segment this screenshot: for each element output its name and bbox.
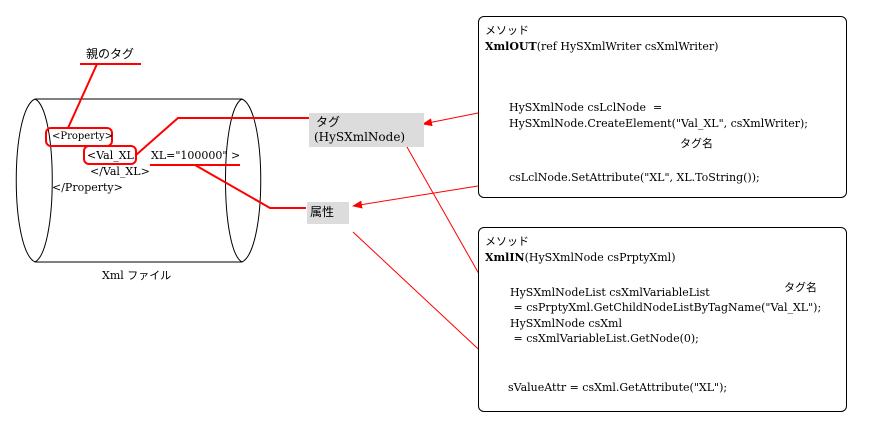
property-box bbox=[45, 127, 113, 147]
method-out-name: XmlOUT bbox=[485, 40, 537, 53]
attr-label: 属性 bbox=[310, 205, 335, 219]
method-xmlin-box bbox=[478, 227, 847, 412]
method-in-line2: = csPrptyXml.GetChildNodeListByTagName("… bbox=[510, 301, 822, 314]
attr-connector bbox=[194, 164, 306, 209]
method-in-signature: XmlIN(HySXmlNode csPrptyXml) bbox=[485, 252, 676, 263]
parent-tag-pointer bbox=[67, 63, 98, 129]
method-in-name: XmlIN bbox=[485, 251, 525, 264]
tag-connector bbox=[135, 117, 316, 156]
method-out-signature: XmlOUT(ref HySXmlWriter csXmlWriter) bbox=[485, 41, 718, 52]
attr-text: XL="100000" > bbox=[151, 149, 241, 162]
file-caption: Xml ファイル bbox=[102, 269, 172, 282]
method-out-tag-name-label: タグ名 bbox=[680, 137, 713, 150]
val-xl-tag: <Val_XL bbox=[87, 149, 134, 162]
red-annotations bbox=[45, 63, 316, 209]
method-in-heading: メソッド bbox=[485, 235, 529, 248]
tag-label-line1: タグ bbox=[316, 115, 341, 129]
method-xmlout-box bbox=[478, 16, 847, 198]
method-out-line3: csLclNode.SetAttribute("XL", XL.ToString… bbox=[509, 171, 760, 184]
close-val-tag: </Val_XL> bbox=[90, 165, 150, 178]
method-in-params: (HySXmlNode csPrptyXml) bbox=[524, 251, 676, 264]
method-out-heading: メソッド bbox=[485, 24, 529, 37]
method-in-line5: sValueAttr = csXml.GetAttribute("XL"); bbox=[508, 381, 728, 394]
open-property-tag: <Property> bbox=[52, 131, 114, 142]
method-in-line3: HySXmlNode csXml bbox=[510, 317, 623, 330]
method-in-tag-name-label: タグ名 bbox=[784, 281, 817, 294]
tag-label-bg bbox=[309, 113, 424, 147]
attr-label-bg bbox=[307, 202, 349, 224]
close-property-tag: </Property> bbox=[52, 181, 123, 194]
method-in-line4: = csXmlVariableList.GetNode(0); bbox=[510, 332, 699, 345]
parent-tag-label: 親のタグ bbox=[86, 47, 135, 61]
method-in-line1: HySXmlNodeList csXmlVariableList bbox=[510, 286, 710, 299]
method-out-line1: HySXmlNode csLclNode = bbox=[509, 101, 663, 114]
xml-file-cylinder bbox=[15, 98, 262, 263]
method-out-params: (ref HySXmlWriter csXmlWriter) bbox=[536, 40, 719, 53]
tag-label-line2: (HySXmlNode) bbox=[314, 130, 406, 144]
method-out-line2: HySXmlNode.CreateElement("Val_XL", csXml… bbox=[509, 117, 809, 130]
